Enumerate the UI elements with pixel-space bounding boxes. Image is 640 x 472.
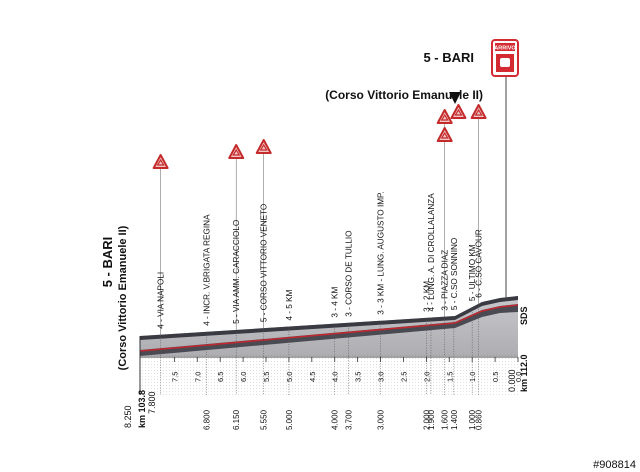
waypoint-label: 5 - ULTIMO KM: [468, 244, 477, 301]
scale-tick-label: 3.5: [354, 372, 363, 382]
start-label-group: 5 - BARI (Corso Vittorio Emanuele II): [100, 225, 129, 370]
start-distance-to-go: 8.250: [123, 405, 133, 428]
finish-header: 5 - BARI (Corso Vittorio Emanuele II) AR…: [325, 39, 519, 104]
waypoint-distance: 1.400: [450, 409, 459, 430]
finish-distances: 0.000 km 112.0 SDS: [507, 306, 529, 392]
scale-tick-label: 1.5: [445, 372, 454, 382]
scale-tick-label: 6.0: [239, 372, 248, 382]
waypoint-label: 3 - PIAZZA DIAZ: [441, 250, 450, 311]
arrivo-label: ARRIVO: [494, 46, 516, 52]
waypoint-distance: 5.000: [285, 409, 294, 430]
warning-triangle-icon: [255, 139, 272, 154]
scale-tick-label: 7.5: [170, 372, 179, 382]
road-profile: [139, 76, 519, 395]
waypoint-label: 5 - VIA AMM. CARACCIOLO: [232, 220, 241, 324]
distance-labels: 6.800 6.150 5.550 5.000 4.000 3.700 3.000 2.000…: [202, 409, 483, 430]
warning-signs: [152, 104, 487, 169]
watermark-id: #908814: [593, 459, 636, 471]
scale-tick-label: 7.0: [193, 372, 202, 382]
waypoint-distance: 6.800: [202, 409, 211, 430]
scale-tick-label: 1.0: [468, 372, 477, 382]
waypoint-label: 6 - C.SO CAVOUR: [475, 229, 484, 298]
waypoint-label: 4 - 5 KM: [285, 289, 294, 320]
waypoint-label: 3 - 4 KM: [331, 287, 340, 318]
waypoint-label: 4 - LUNG. A. DI CROLLALANZA: [427, 193, 436, 312]
scale-tick-label: 3.0: [377, 372, 386, 382]
scale-tick-label: 2.0: [422, 372, 431, 382]
waypoint-distance: 3.700: [344, 409, 353, 430]
scale-tick-label: 4.5: [308, 372, 317, 382]
warning-triangle-icon: [436, 127, 453, 142]
warning-triangle-icon: [450, 104, 467, 119]
waypoint-distance: 6.150: [232, 409, 241, 430]
start-distances: 8.250 km 103.8 7.800: [123, 390, 157, 428]
waypoint-label: 3 - CORSO DE TULLIO: [344, 230, 353, 316]
waypoint-distance: 2.000: [422, 409, 431, 430]
warning-triangle-icon: [470, 104, 487, 119]
profile-base-area: [140, 355, 518, 395]
waypoint-distance: 0.860: [475, 409, 484, 430]
waypoint-lines: [160, 119, 479, 395]
arrivo-sign-window: [500, 58, 510, 67]
start-subtitle: (Corso Vittorio Emanuele II): [117, 225, 129, 370]
waypoint-label: 5 - CORSO VITTORIO VENETO: [260, 204, 269, 322]
km-scale: 7.5 7.0 6.5 6.0 5.5 5.0 4.5 4.0 3.5 3.0 2.5 2.0 1.5 1…: [170, 357, 523, 382]
finish-subtitle: (Corso Vittorio Emanuele II): [325, 88, 483, 102]
waypoint-label: 4 - VIA NAPOLI: [157, 272, 166, 329]
finish-title: 5 - BARI: [423, 50, 474, 65]
scale-tick-label: 5.0: [285, 372, 294, 382]
finish-arrow-icon: [449, 92, 461, 104]
waypoint-label: 5 - C.SO SONNINO: [450, 238, 459, 310]
scale-tick-label: 6.5: [216, 372, 225, 382]
warning-triangle-icon: [436, 109, 453, 124]
scale-tick-label: 2.5: [399, 372, 408, 382]
scale-tick-label: 4.0: [331, 372, 340, 382]
waypoint-labels: 4 - VIA NAPOLI 4 - INCR. V.BRIGATA REGINA…: [157, 191, 484, 328]
start-title: 5 - BARI: [100, 237, 115, 288]
route-red-line: [139, 304, 519, 352]
waypoint-distance: 1.000: [468, 409, 477, 430]
finish-distance: 0.000: [507, 369, 517, 392]
finish-km-label: km 112.0: [519, 354, 529, 392]
waypoint-distance: 1.600: [441, 409, 450, 430]
scale-tick-label: 5.5: [262, 372, 271, 382]
waypoint-distance: 1.900: [427, 409, 436, 430]
waypoint-distance: 4.000: [331, 409, 340, 430]
warning-triangle-icon: [152, 154, 169, 169]
waypoint-label: 3 - 3 KM - LUNG. AUGUSTO IMP.: [377, 191, 386, 314]
start-sub-distance: 7.800: [147, 391, 157, 414]
start-km-label: km 103.8: [137, 390, 147, 428]
scale-tick-label: 0.5: [491, 372, 500, 382]
warning-triangle-icon: [228, 144, 245, 159]
waypoint-distance: 5.550: [260, 409, 269, 430]
arrivo-sign-band: [495, 43, 515, 51]
waypoint-distance: 3.000: [377, 409, 386, 430]
scale-tick-label: 0.0: [514, 372, 523, 382]
waypoint-label: 4 - INCR. V.BRIGATA REGINA: [202, 214, 211, 326]
finish-tail-label: SDS: [519, 306, 529, 325]
waypoint-label: 3 - 2 KM: [422, 281, 431, 312]
road-top-surface: [140, 296, 518, 340]
